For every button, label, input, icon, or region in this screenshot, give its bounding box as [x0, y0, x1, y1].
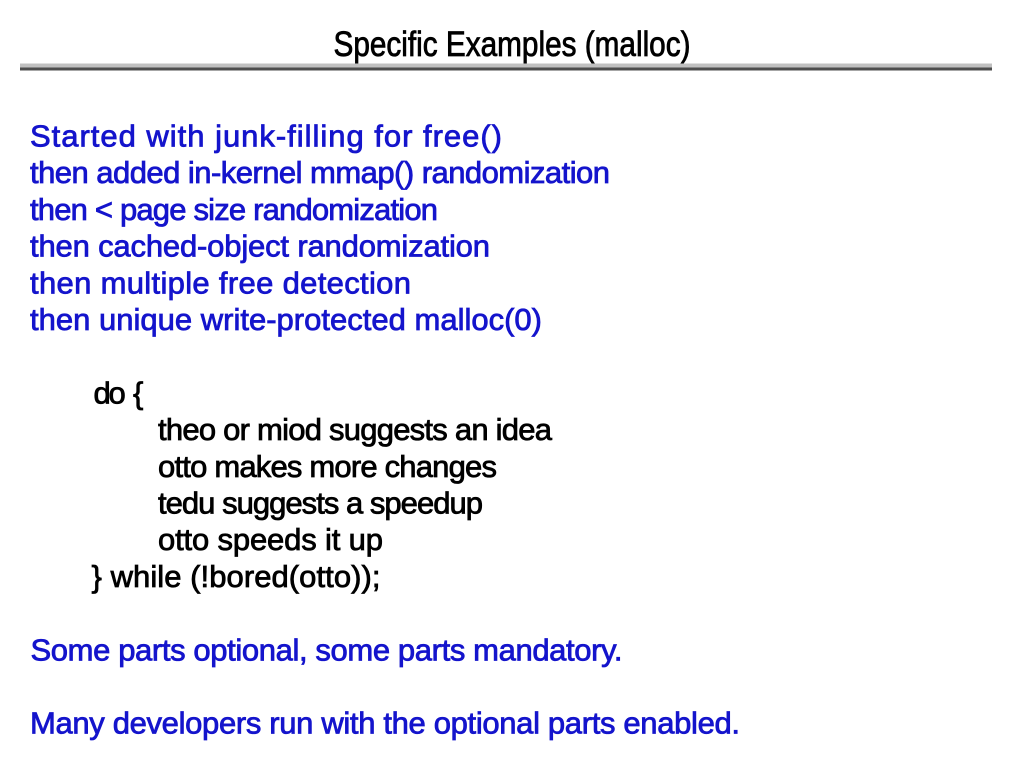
svg-text:d: d: [94, 375, 111, 410]
svg-text:tedu suggests a speedup: tedu suggests a speedup: [158, 486, 483, 521]
svg-text:then unique write-protected ma: then unique write-protected malloc(0): [30, 302, 542, 337]
svg-text:Some parts optional, some part: Some parts optional, some parts mandator…: [31, 632, 623, 667]
svg-text:Many developers run with the o: Many developers run with the optional pa…: [30, 706, 740, 741]
svg-text:then multiple free detection: then multiple free detection: [30, 265, 411, 300]
svg-text:{: {: [133, 375, 143, 410]
svg-text:otto speeds it up: otto speeds it up: [158, 522, 383, 557]
svg-text:then added in-kernel mmap() ra: then added in-kernel mmap() randomizatio…: [30, 155, 610, 190]
svg-text:} while (!bored(otto));: } while (!bored(otto));: [92, 559, 381, 594]
svg-text:theo or miod suggests an idea: theo or miod suggests an idea: [158, 412, 553, 447]
svg-text:Specific Examples (malloc): Specific Examples (malloc): [334, 25, 691, 64]
svg-text:otto makes more changes: otto makes more changes: [158, 449, 497, 484]
svg-text:then cached-object randomizati: then cached-object randomization: [30, 229, 490, 264]
svg-text:o: o: [109, 375, 126, 410]
svg-text:Started with junk-filling for: Started with junk-filling for free(): [30, 119, 502, 154]
svg-text:then < page size randomization: then < page size randomization: [30, 192, 438, 227]
